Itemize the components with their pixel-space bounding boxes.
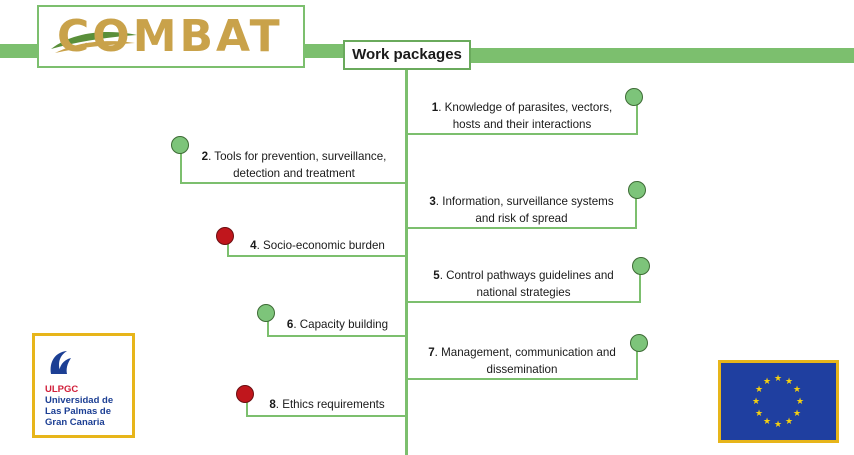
work-package-8: 8. Ethics requirements [246,396,406,417]
header-band-right [471,48,854,63]
combat-logo: COMBAT [37,5,305,68]
status-dot-green [632,257,650,275]
logo-swoosh-icon [51,31,137,53]
svg-text:★: ★ [752,397,760,407]
svg-text:★: ★ [796,397,804,407]
wp-number: 8 [269,398,276,411]
ulpgc-acronym: ULPGC [45,384,79,395]
svg-text:★: ★ [763,417,771,427]
wp-number: 1 [431,101,439,114]
svg-text:★: ★ [755,409,763,419]
ulpgc-text: ULPGC Universidad de Las Palmas de Gran … [45,384,113,428]
status-dot-green [257,304,275,322]
svg-text:★: ★ [774,374,782,384]
wp-label-line1: . Capacity building [293,318,389,331]
status-dot-green [630,334,648,352]
svg-text:★: ★ [793,409,801,419]
ulpgc-logo: ULPGC Universidad de Las Palmas de Gran … [32,333,135,438]
work-package-5: 5. Control pathways guidelines and natio… [408,267,641,303]
wp-number: 3 [429,195,436,208]
ulpgc-line3: Gran Canaria [45,417,105,428]
wp-label-line1: . Management, communication and [434,346,616,359]
header-band-left [0,44,38,58]
work-package-7: 7. Management, communication and dissemi… [408,344,638,380]
work-package-4: 4. Socio-economic burden [227,237,406,257]
wp-label-line1: . Socio-economic burden [256,239,385,252]
wp-number: 7 [428,346,435,359]
svg-text:★: ★ [763,377,771,387]
wp-label-line2: national strategies [476,286,571,299]
wp-label-line2: hosts and their interactions [452,118,592,131]
eu-stars-icon: ★ ★ ★ ★ ★ ★ ★ ★ ★ ★ ★ ★ [752,374,804,430]
wp-label-line1: . Ethics requirements [275,398,385,411]
work-package-3: 3. Information, surveillance systems and… [408,193,637,229]
wp-label-line1: . Control pathways guidelines and [439,269,614,282]
wp-label-line1: . Information, surveillance systems [435,195,614,208]
status-dot-red [216,227,234,245]
svg-text:★: ★ [793,385,801,395]
wp-number: 6 [286,318,294,331]
svg-text:★: ★ [785,417,793,427]
ulpgc-line2: Las Palmas de [45,406,112,417]
status-dot-red [236,385,254,403]
wp-label-line2: and risk of spread [475,212,568,225]
ulpgc-emblem-icon [50,351,71,374]
wp-number: 5 [433,269,440,282]
ulpgc-line1: Universidad de [45,395,114,406]
eu-flag-icon: ★ ★ ★ ★ ★ ★ ★ ★ ★ ★ ★ ★ [718,360,839,443]
wp-number: 4 [250,239,257,252]
status-dot-green [171,136,189,154]
work-package-2: 2. Tools for prevention, surveillance, d… [180,148,406,184]
wp-label-line1: . Knowledge of parasites, vectors, [438,101,613,114]
status-dot-green [625,88,643,106]
work-package-1: 1. Knowledge of parasites, vectors, host… [408,99,638,135]
wp-label-line2: dissemination [486,363,558,376]
svg-text:★: ★ [774,420,782,430]
timeline-trunk [405,70,408,455]
page-title: Work packages [343,40,471,70]
wp-number: 2 [201,150,209,163]
header-band-mid [305,44,343,58]
status-dot-green [628,181,646,199]
work-package-6: 6. Capacity building [267,316,406,337]
wp-label-line1: . Tools for prevention, surveillance, [208,150,387,163]
wp-label-line2: detection and treatment [233,167,355,180]
logo-text: COMBAT [57,11,283,62]
svg-text:★: ★ [785,377,793,387]
svg-text:★: ★ [755,385,763,395]
